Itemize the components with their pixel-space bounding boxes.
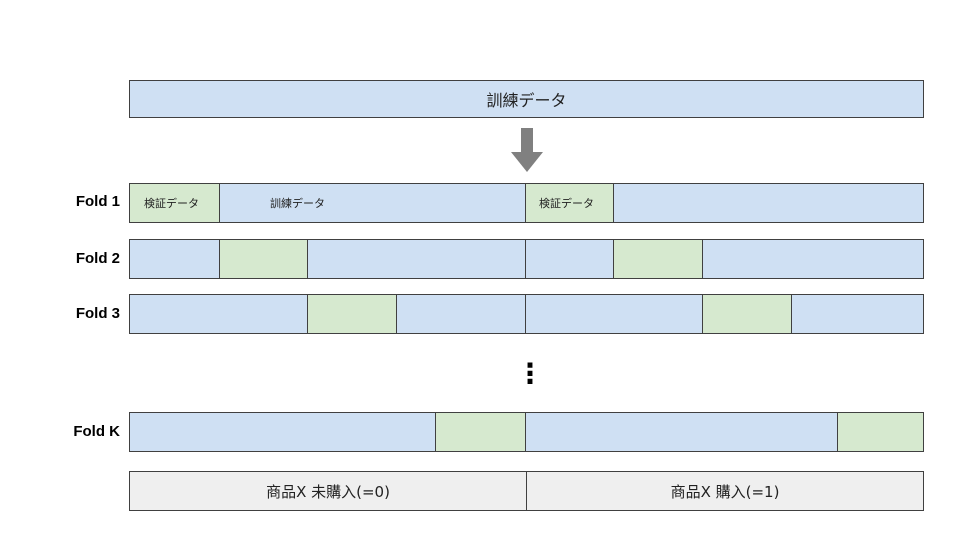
fold-1-training-segment: 訓練データ bbox=[219, 184, 525, 222]
fold-3-validation-segment bbox=[702, 295, 791, 333]
fold-2-training-segment bbox=[307, 240, 525, 278]
fold-1-bar: 検証データ 訓練データ 検証データ bbox=[129, 183, 924, 223]
fold-1-validation-label: 検証データ bbox=[539, 197, 594, 210]
full-training-data-bar: 訓練データ bbox=[129, 80, 924, 118]
fold-3-training-segment bbox=[525, 295, 702, 333]
down-arrow-icon bbox=[511, 128, 543, 172]
fold-3-training-segment bbox=[130, 295, 307, 333]
fold-3-training-segment bbox=[396, 295, 525, 333]
fold-1-validation-label: 検証データ bbox=[144, 197, 199, 210]
fold-2-training-segment bbox=[702, 240, 923, 278]
full-training-data-label: 訓練データ bbox=[486, 91, 567, 110]
fold-1-validation-segment: 検証データ bbox=[525, 184, 613, 222]
fold-1-validation-segment: 検証データ bbox=[130, 184, 219, 222]
fold-3-label: Fold 3 bbox=[75, 305, 120, 322]
fold-3-training-segment bbox=[791, 295, 923, 333]
fold-k-bar bbox=[129, 412, 924, 452]
fold-k-training-segment bbox=[525, 413, 837, 451]
fold-k-validation-segment bbox=[435, 413, 525, 451]
fold-k-training-segment bbox=[130, 413, 435, 451]
class-split-bar: 商品X 未購入(=0) 商品X 購入(=1) bbox=[129, 471, 924, 511]
fold-2-label: Fold 2 bbox=[75, 250, 120, 267]
fold-k-label: Fold K bbox=[73, 423, 120, 440]
fold-2-validation-segment bbox=[219, 240, 307, 278]
fold-2-bar bbox=[129, 239, 924, 279]
not-purchased-class-cell: 商品X 未購入(=0) bbox=[130, 472, 526, 510]
fold-1-label: Fold 1 bbox=[75, 193, 120, 210]
fold-3-bar bbox=[129, 294, 924, 334]
fold-2-validation-segment bbox=[613, 240, 702, 278]
fold-2-training-segment bbox=[130, 240, 219, 278]
purchased-class-label: 商品X 購入(=1) bbox=[670, 482, 780, 501]
purchased-class-cell: 商品X 購入(=1) bbox=[526, 472, 923, 510]
fold-1-training-label: 訓練データ bbox=[270, 197, 325, 210]
fold-1-training-segment bbox=[613, 184, 923, 222]
fold-k-validation-segment bbox=[837, 413, 923, 451]
vertical-ellipsis: ⋮ bbox=[516, 357, 544, 390]
fold-3-validation-segment bbox=[307, 295, 396, 333]
not-purchased-class-label: 商品X 未購入(=0) bbox=[266, 482, 390, 501]
fold-2-training-segment bbox=[525, 240, 613, 278]
